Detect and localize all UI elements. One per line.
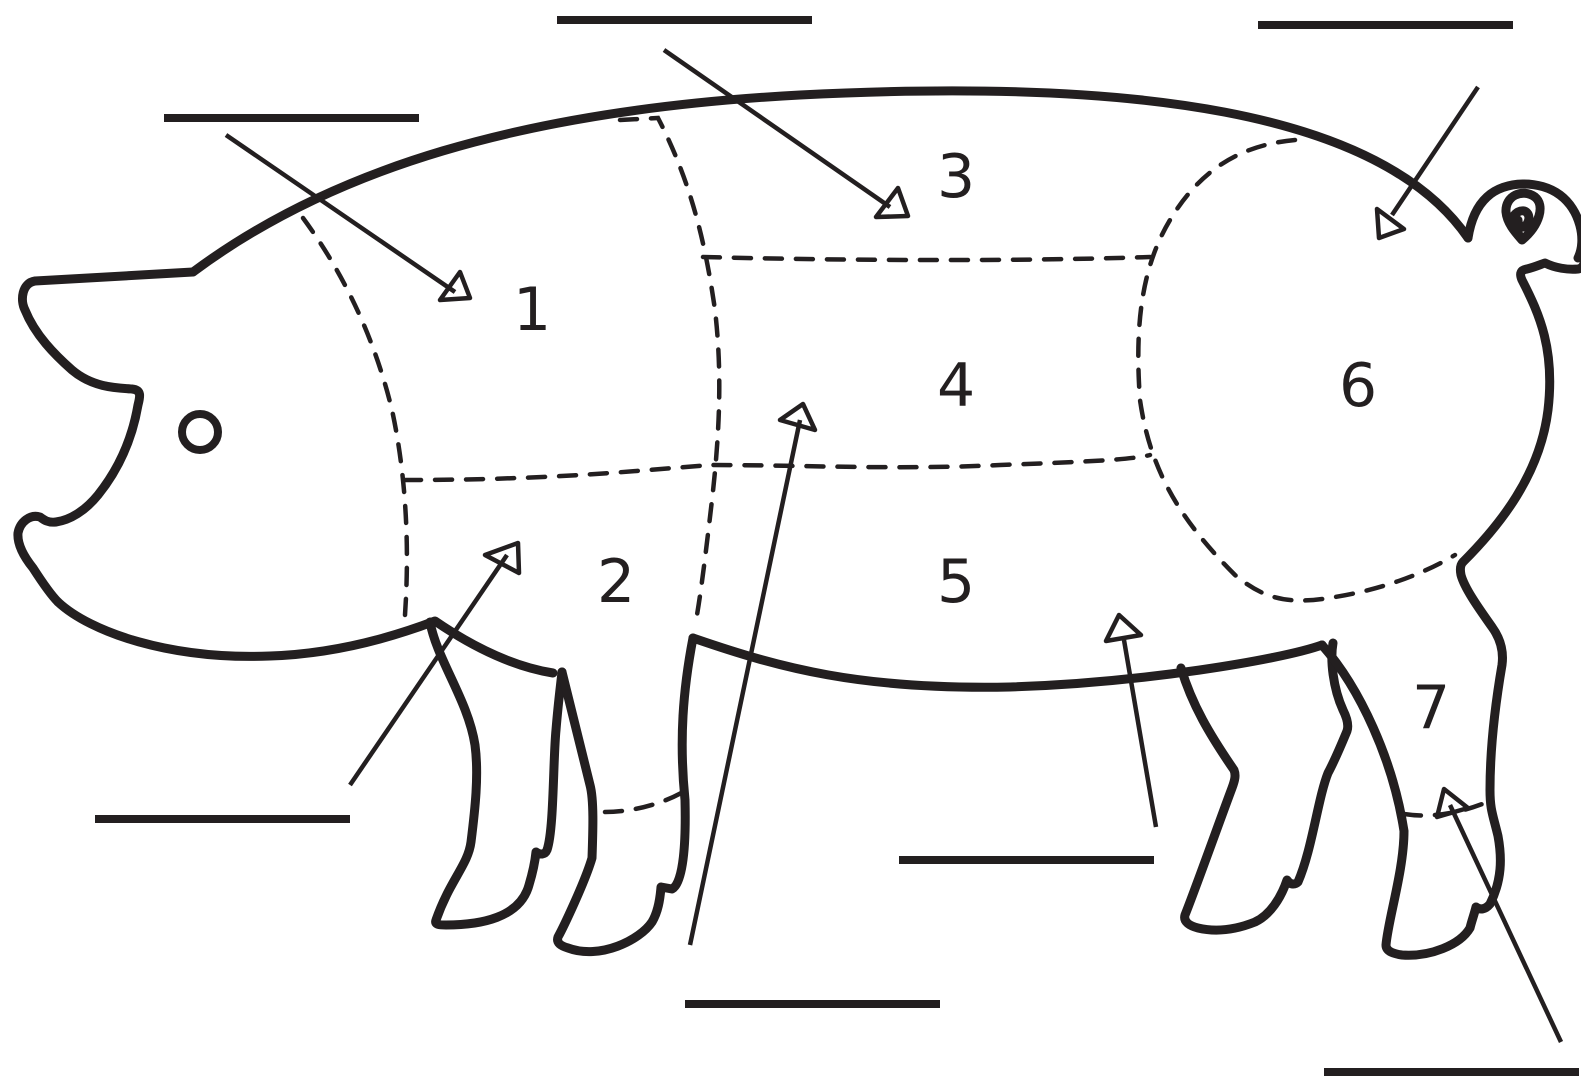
pig-rump-outline [1463,236,1581,562]
cut-line-loin-top [703,257,1150,260]
cut-line-shoulder [303,218,407,615]
pointer-arrows [226,50,1561,1042]
arrow-region-6 [1377,87,1478,238]
cut-line-front-hock [605,792,683,812]
pig-tail-inner-outline [1506,193,1540,240]
region-label-7: 7 [1412,673,1450,743]
region-label-5: 5 [937,547,975,617]
pig-outline [18,91,1581,955]
arrow-region-1 [226,135,470,300]
pig-eye [182,414,218,450]
pig-hind-leg-rear-outline [1322,562,1503,955]
region-label-4: 4 [937,351,975,421]
cut-line-ham [1138,140,1455,601]
pig-snout-outline [18,272,193,602]
arrow-region-4 [690,404,815,945]
region-label-2: 2 [597,547,635,617]
cut-lines [303,118,1492,815]
region-label-3: 3 [937,142,975,212]
answer-blanks [95,20,1579,1072]
region-label-6: 6 [1339,351,1377,421]
pig-hind-leg-front-outline [1181,643,1348,930]
cut-line-belly-top [404,455,1150,480]
region-label-1: 1 [513,275,551,345]
arrow-region-5 [1106,615,1156,827]
arrow-region-3 [664,50,908,217]
pig-jowl-outline [58,602,553,673]
pig-belly-outline [693,638,1322,687]
arrow-region-2 [350,543,519,785]
